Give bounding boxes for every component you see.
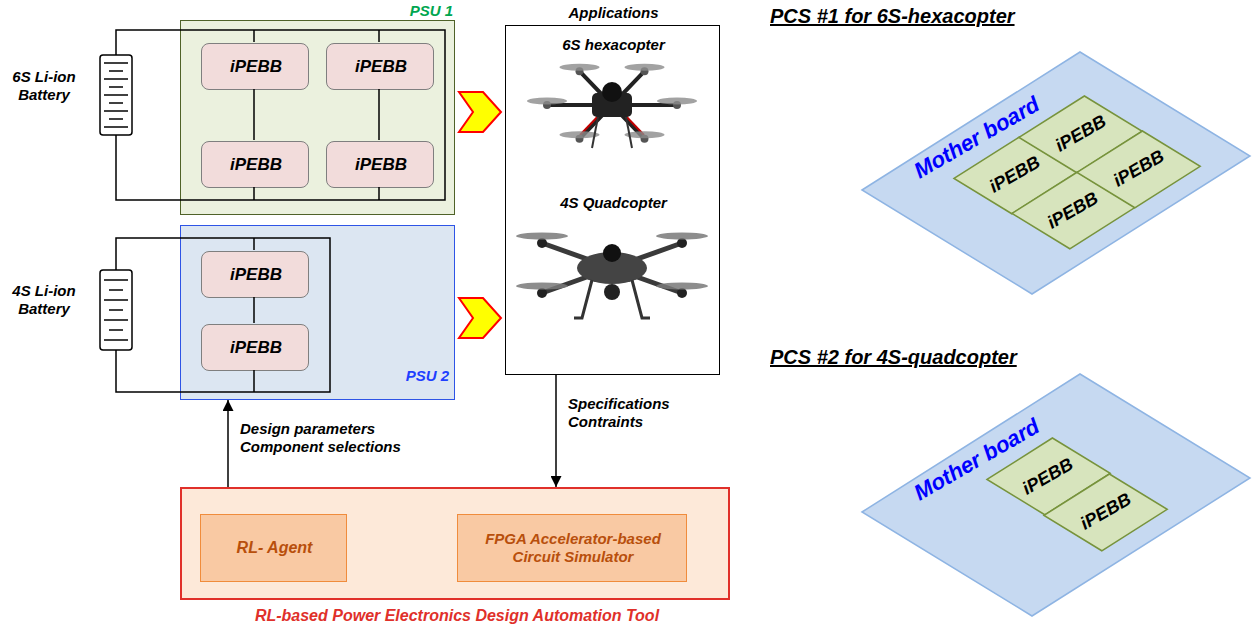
module-label: iPEBB bbox=[206, 264, 306, 284]
process-label: FPGA Accelerator-based Circuit Simulator bbox=[462, 530, 684, 566]
battery-wiring bbox=[116, 30, 445, 392]
applications-box: Applications6S hexacopter4S Quadcopter bbox=[505, 25, 720, 375]
process-box: FPGA Accelerator-based Circuit Simulator bbox=[457, 514, 687, 582]
chevron-arrow bbox=[459, 298, 501, 338]
battery-label: 4S Li-ion Battery bbox=[2, 282, 86, 318]
module-label: iPEBB bbox=[206, 56, 306, 76]
psu-box: PSU 2 iPEBB iPEBB bbox=[180, 225, 455, 400]
ipebb-box: iPEBB bbox=[201, 251, 309, 298]
mother-board-outline bbox=[862, 52, 1250, 294]
ipebb-box: iPEBB bbox=[201, 324, 309, 371]
process-label: RL- Agent bbox=[205, 538, 344, 557]
mother-board: Mother boardiPEBBiPEBBiPEBBiPEBB bbox=[862, 52, 1250, 294]
ipebb-box: iPEBB bbox=[201, 141, 309, 188]
battery-symbol bbox=[100, 270, 132, 350]
ipebb-box: iPEBB bbox=[326, 141, 434, 188]
module-label: iPEBB bbox=[331, 154, 431, 174]
module-label: iPEBB bbox=[206, 337, 306, 357]
ipebb-box: iPEBB bbox=[201, 43, 309, 90]
mother-board: Mother boardiPEBBiPEBB bbox=[862, 374, 1250, 616]
ipebb-tile-outline bbox=[1077, 131, 1200, 208]
module-label: iPEBB bbox=[331, 56, 431, 76]
module-label: iPEBB bbox=[206, 154, 306, 174]
mother-board-outline bbox=[862, 374, 1250, 616]
flow-arrow bbox=[227, 400, 229, 487]
hexacopter-picture bbox=[527, 64, 697, 148]
box-heading: Applications bbox=[506, 4, 721, 22]
tool-label: RL-based Power Electronics Design Automa… bbox=[182, 606, 732, 625]
edge-label: Specifications Contraints bbox=[568, 395, 703, 431]
section-heading: PCS #1 for 6S-hexacopter bbox=[770, 4, 1070, 28]
ipebb-tile: iPEBB bbox=[1044, 474, 1167, 551]
ipebb-box: iPEBB bbox=[326, 43, 434, 90]
battery-symbol bbox=[100, 55, 132, 135]
flow-arrow bbox=[555, 375, 557, 487]
psu-box: PSU 1iPEBBiPEBBiPEBBiPEBB bbox=[180, 20, 455, 215]
edge-label: Design parameters Component selections bbox=[240, 420, 440, 456]
drone-caption: 4S Quadcopter bbox=[506, 194, 721, 212]
quadcopter-picture bbox=[516, 233, 708, 319]
process-box: RL- Agent bbox=[200, 514, 347, 582]
group-label: PSU 2 bbox=[367, 367, 449, 385]
drone-caption: 6S hexacopter bbox=[506, 36, 721, 54]
battery-label: 6S Li-ion Battery bbox=[2, 68, 86, 104]
section-heading: PCS #2 for 4S-quadcopter bbox=[770, 345, 1070, 369]
group-label: PSU 1 bbox=[369, 2, 453, 20]
ipebb-tile-outline bbox=[1044, 474, 1167, 551]
tool-box: RL-based Power Electronics Design Automa… bbox=[180, 487, 730, 600]
chevron-arrow bbox=[459, 92, 501, 132]
